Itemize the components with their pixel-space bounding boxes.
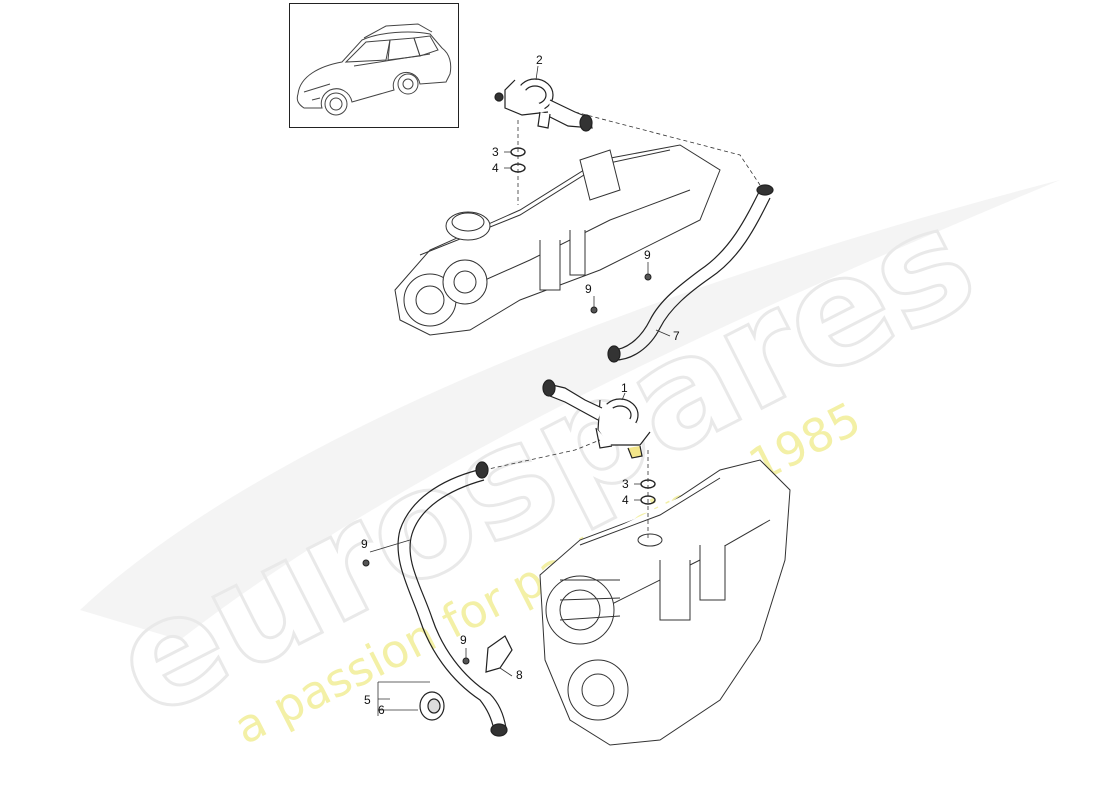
lower-cylinder-head	[539, 459, 791, 746]
upper-cylinder-head	[394, 144, 721, 336]
callout-4-bottom: 4	[622, 493, 629, 507]
callout-6: 6	[378, 703, 385, 717]
callout-3-top: 3	[492, 145, 499, 159]
callout-4-top: 4	[492, 161, 499, 175]
suv-icon	[296, 23, 452, 116]
hose-upper	[607, 184, 774, 363]
assembly-lines	[483, 111, 761, 540]
bolts-part-9	[362, 273, 652, 665]
callouts: 2 3 4 1 3 4 7 9 9 9 9 8 5 6	[361, 53, 680, 717]
callout-8: 8	[516, 668, 523, 682]
leader-lines	[369, 65, 671, 716]
callout-9-b: 9	[585, 282, 592, 296]
hose-lower	[397, 461, 508, 737]
callout-1: 1	[621, 381, 628, 395]
callout-9-c: 9	[361, 537, 368, 551]
callout-9-a: 9	[644, 248, 651, 262]
callout-9-d: 9	[460, 633, 467, 647]
callout-5: 5	[364, 693, 371, 707]
cap-part-6	[419, 691, 445, 721]
bracket-part-8	[485, 635, 513, 673]
oil-separator-upper	[494, 78, 593, 132]
callout-3-bottom: 3	[622, 477, 629, 491]
callout-2: 2	[536, 53, 543, 67]
vehicle-thumbnail-frame	[289, 3, 459, 128]
oil-separator-lower	[542, 379, 651, 459]
callout-7: 7	[673, 329, 680, 343]
